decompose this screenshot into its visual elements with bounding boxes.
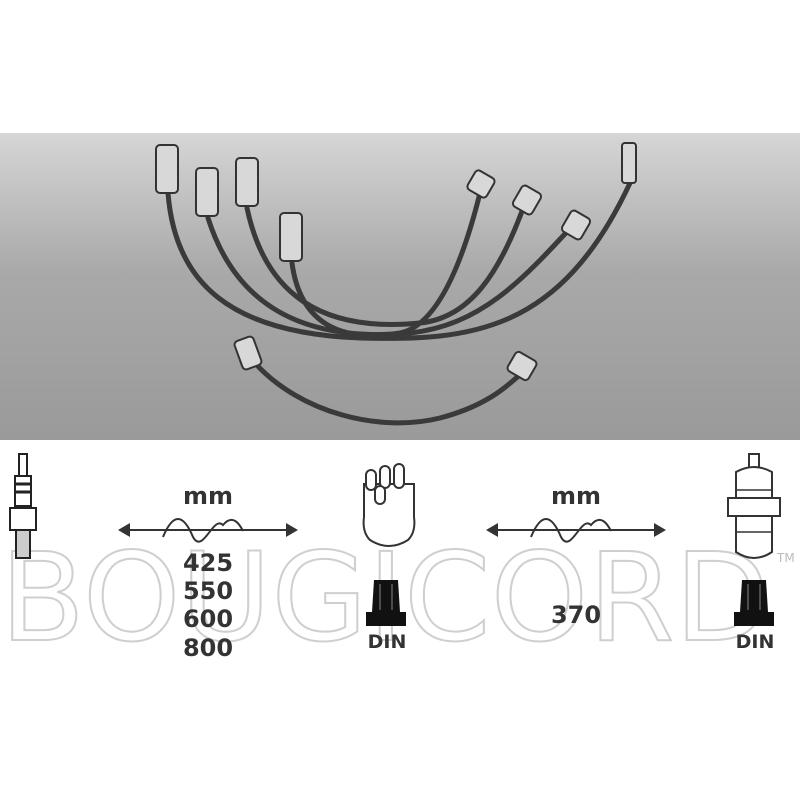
din-connector-icon <box>366 580 406 626</box>
left-unit-label: mm <box>182 482 233 510</box>
length-arrow-icon <box>486 518 666 543</box>
plug-connectors <box>155 142 637 382</box>
length-value: 600 <box>182 605 234 633</box>
coil-din-label: DIN <box>735 631 775 653</box>
left-length-list: 425 550 600 800 <box>178 548 238 662</box>
ignition-coil-icon <box>727 453 781 559</box>
din-connector-icon <box>734 580 774 626</box>
length-value: 800 <box>182 634 234 662</box>
length-value: 425 <box>182 549 234 577</box>
cable-1 <box>165 180 633 341</box>
cable-2 <box>205 215 578 337</box>
cable-5 <box>252 360 525 426</box>
cable-4 <box>289 190 483 338</box>
right-unit-label: mm <box>550 482 601 510</box>
length-value: 370 <box>550 601 602 629</box>
length-value: 550 <box>182 577 234 605</box>
product-photo-ignition-cable-set <box>0 133 800 440</box>
spark-plug-icon <box>9 453 37 559</box>
distributor-cap-icon <box>362 463 416 547</box>
ignition-cables <box>165 180 633 426</box>
distributor-din-label: DIN <box>367 631 407 653</box>
length-arrow-icon <box>118 518 298 543</box>
